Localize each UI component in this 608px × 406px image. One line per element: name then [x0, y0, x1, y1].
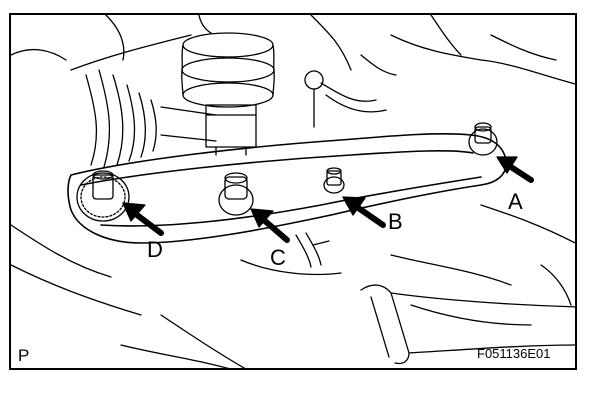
arrow-c-head [250, 208, 274, 228]
callout-label-c: C [270, 245, 286, 270]
arrow-d-head [122, 202, 146, 222]
suspension-illustration [11, 15, 575, 368]
arrow-d [134, 212, 164, 236]
bolt-a [468, 122, 498, 156]
illustration-frame: A B C D P F051136E01 [9, 13, 577, 370]
figure-id: F051136E01 [477, 346, 551, 361]
arrow-b [354, 204, 386, 228]
bolt-c [218, 172, 254, 216]
callout-label-b: B [388, 209, 403, 234]
stabilizer-link [304, 54, 397, 128]
corner-label: P [18, 346, 30, 365]
drive-shaft-boot [85, 69, 217, 168]
nut-b [323, 167, 345, 194]
arrow-b-head [342, 196, 366, 216]
lower-suspension-arm [67, 133, 507, 244]
background-bodywork [11, 15, 575, 368]
under-arm-parts [240, 232, 342, 276]
arrow-a [508, 164, 534, 183]
callout-label-d: D [147, 237, 163, 262]
arrow-c [262, 218, 290, 243]
callout-label-a: A [508, 189, 523, 214]
shock-absorber [205, 104, 257, 156]
crossmember [360, 284, 575, 365]
coil-spring [181, 15, 275, 108]
bushing-d [76, 170, 130, 222]
callout-arrows [122, 156, 534, 243]
arrow-a-head [496, 156, 518, 174]
